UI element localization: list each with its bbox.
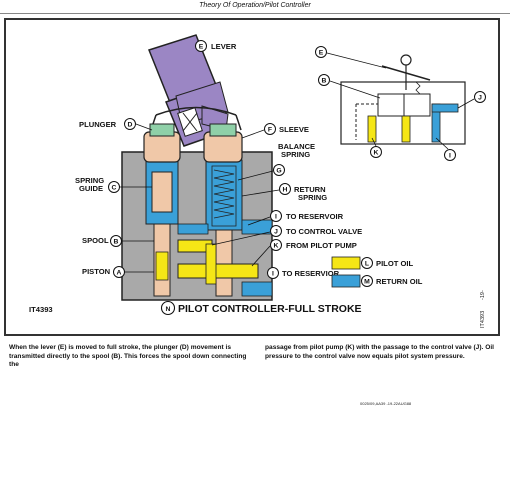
svg-text:SLEEVE: SLEEVE [279, 125, 309, 134]
svg-text:SPRING: SPRING [75, 176, 104, 185]
label-return-spring: H RETURN SPRING [241, 183, 327, 202]
svg-text:I: I [275, 214, 277, 221]
schematic-letters: E B J K I [315, 46, 486, 161]
body-text-right: passage from pilot pump (K) with the pas… [265, 344, 494, 360]
svg-text:J: J [478, 95, 482, 102]
figure-id: IT4393 [29, 305, 53, 314]
svg-text:I: I [272, 271, 274, 278]
svg-text:RETURN: RETURN [294, 185, 326, 194]
pilot-controller-figure: E LEVER PLUNGER D F SLEEVE BALANCE SPRIN… [4, 18, 500, 336]
svg-text:SPRING: SPRING [298, 193, 327, 202]
label-balance-spring: BALANCE SPRING G [237, 142, 315, 181]
svg-text:D: D [128, 122, 133, 129]
svg-text:BALANCE: BALANCE [278, 142, 315, 151]
page-header: Theory Of Operation/Pilot Controller [0, 0, 510, 14]
svg-text:RETURN OIL: RETURN OIL [376, 277, 423, 286]
svg-text:B: B [322, 78, 327, 85]
svg-text:H: H [283, 187, 288, 194]
svg-text:TO RESERVIOR: TO RESERVIOR [282, 269, 340, 278]
side-id: IT4393 [480, 311, 486, 328]
label-lever: E LEVER [195, 40, 237, 52]
legend-swatch-return-oil [331, 274, 361, 288]
svg-text:K: K [374, 150, 379, 157]
svg-text:TO CONTROL VALVE: TO CONTROL VALVE [286, 227, 362, 236]
label-to-reservoir-1: I TO RESERVOIR [247, 210, 344, 226]
footer-code: 0025/09,AA39 -19-22AUG88 [360, 401, 412, 406]
svg-text:C: C [112, 185, 117, 192]
page-header-title: Theory Of Operation/Pilot Controller [199, 2, 311, 9]
legend-swatch-pilot-oil [331, 256, 361, 270]
svg-text:G: G [276, 168, 281, 175]
svg-text:B: B [114, 239, 119, 246]
svg-text:LEVER: LEVER [211, 42, 237, 51]
label-spring-guide: SPRING GUIDE C [75, 176, 152, 193]
svg-text:SPOOL: SPOOL [82, 236, 109, 245]
controller-body [121, 123, 273, 301]
svg-text:K: K [274, 243, 279, 250]
figure-drawing: E LEVER PLUNGER D F SLEEVE BALANCE SPRIN… [29, 34, 486, 328]
svg-text:E: E [319, 50, 324, 57]
svg-text:N: N [166, 306, 171, 313]
label-piston: PISTON A [82, 266, 154, 278]
figure-caption: N PILOT CONTROLLER-FULL STROKE [160, 300, 362, 316]
hydraulic-schematic [340, 54, 466, 145]
body-text-left: When the lever (E) is moved to full stro… [9, 344, 247, 369]
svg-text:SPRING: SPRING [281, 150, 310, 159]
legend: L PILOT OIL M RETURN OIL [331, 256, 423, 288]
svg-text:PLUNGER: PLUNGER [79, 120, 117, 129]
side-mark: -19- [480, 290, 486, 300]
svg-text:PISTON: PISTON [82, 267, 110, 276]
svg-text:E: E [199, 44, 204, 51]
svg-text:PILOT CONTROLLER-FULL STROKE: PILOT CONTROLLER-FULL STROKE [178, 303, 362, 315]
svg-text:GUIDE: GUIDE [79, 184, 103, 193]
svg-text:FROM PILOT PUMP: FROM PILOT PUMP [286, 241, 357, 250]
svg-text:A: A [117, 270, 122, 277]
svg-text:M: M [364, 279, 370, 286]
label-plunger: PLUNGER D [79, 118, 153, 131]
svg-text:L: L [365, 261, 369, 268]
label-to-reservoir-2: I TO RESERVIOR [267, 267, 340, 279]
label-spool: SPOOL B [82, 235, 154, 247]
svg-text:I: I [449, 153, 451, 160]
svg-text:F: F [268, 127, 272, 134]
label-to-control-valve: J TO CONTROL VALVE [211, 225, 362, 246]
svg-text:TO RESERVOIR: TO RESERVOIR [286, 212, 344, 221]
label-sleeve: F SLEEVE [241, 123, 309, 139]
svg-text:PILOT OIL: PILOT OIL [376, 259, 413, 268]
svg-text:J: J [274, 229, 278, 236]
label-from-pilot-pump: K FROM PILOT PUMP [251, 239, 357, 267]
